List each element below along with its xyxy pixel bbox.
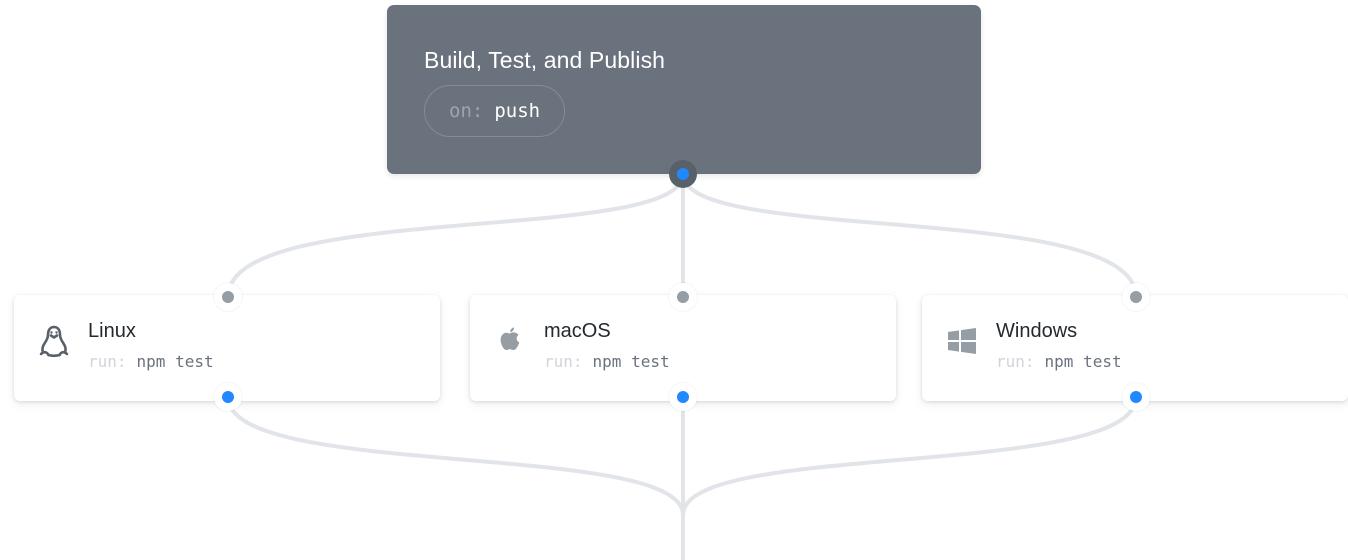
windows-icon xyxy=(944,323,980,359)
job-step: run: npm test xyxy=(88,352,214,371)
trigger-value: push xyxy=(494,100,541,122)
workflow-card[interactable]: Build, Test, and Publish on: push xyxy=(387,5,981,174)
step-value: npm test xyxy=(1044,352,1122,371)
linux-penguin-icon xyxy=(36,323,72,359)
job-title: Linux xyxy=(88,320,136,342)
connector-linux-to-next xyxy=(226,395,685,517)
connector-trigger-to-linux xyxy=(226,172,685,299)
job-step: run: npm test xyxy=(544,352,670,371)
job-step: run: npm test xyxy=(996,352,1122,371)
windows-output-port[interactable] xyxy=(1122,383,1150,411)
windows-input-port[interactable] xyxy=(1122,283,1150,311)
step-key: run: xyxy=(88,352,127,371)
linux-input-port[interactable] xyxy=(214,283,242,311)
connector-trigger-to-windows xyxy=(681,172,1138,299)
step-value: npm test xyxy=(592,352,670,371)
macos-input-port[interactable] xyxy=(669,283,697,311)
linux-output-port[interactable] xyxy=(214,383,242,411)
macos-output-port[interactable] xyxy=(669,383,697,411)
job-title: macOS xyxy=(544,320,611,342)
workflow-output-port[interactable] xyxy=(669,160,697,188)
apple-icon xyxy=(492,323,528,359)
connector-windows-to-next xyxy=(681,395,1138,517)
step-value: npm test xyxy=(136,352,214,371)
trigger-key: on: xyxy=(449,100,484,122)
trigger-pill[interactable]: on: push xyxy=(424,85,566,137)
workflow-title: Build, Test, and Publish xyxy=(424,47,666,73)
step-key: run: xyxy=(544,352,583,371)
step-key: run: xyxy=(996,352,1035,371)
job-title: Windows xyxy=(996,320,1078,342)
